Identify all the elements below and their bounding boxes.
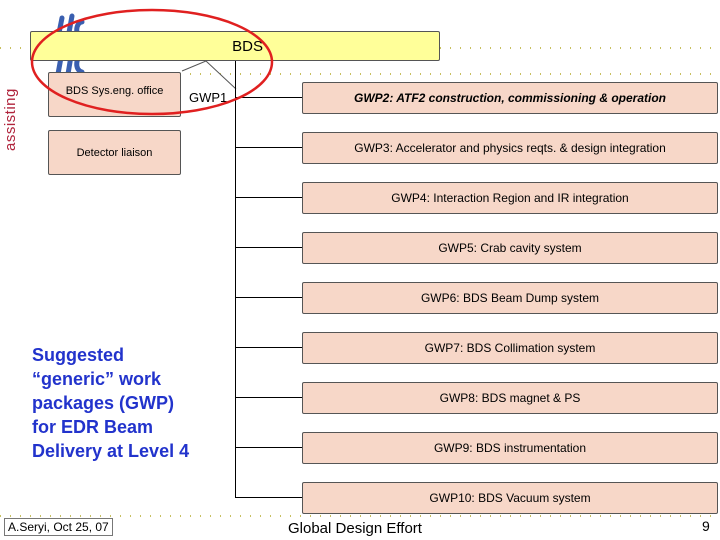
suggested-gwp-note: Suggested “generic” work packages (GWP) … [32,345,190,461]
footer-author: A.Seryi, Oct 25, 07 [4,518,113,536]
gwp7-box: GWP7: BDS Collimation system [302,332,718,364]
bds-box: BDS [30,31,440,61]
gwp3-box: GWP3: Accelerator and physics reqts. & d… [302,132,718,164]
gwp1-callout [181,61,237,90]
gwp10-box: GWP10: BDS Vacuum system [302,482,718,514]
connector-branch [235,197,302,198]
connector-branch [235,347,302,348]
gwp5-box: GWP5: Crab cavity system [302,232,718,264]
sys-eng-office-box: BDS Sys.eng. office [48,72,181,117]
connector-branch [235,247,302,248]
gwp4-box: GWP4: Interaction Region and IR integrat… [302,182,718,214]
detector-liaison-box: Detector liaison [48,130,181,175]
page-number: 9 [702,518,710,534]
gwp2-box: GWP2: ATF2 construction, commissioning &… [302,82,718,114]
connector-branch [235,447,302,448]
gwp1-label: GWP1 [189,90,228,105]
gwp9-box: GWP9: BDS instrumentation [302,432,718,464]
connector-branch [235,147,302,148]
gwp6-box: GWP6: BDS Beam Dump system [302,282,718,314]
connector-trunk [235,61,236,497]
connector-branch [235,497,302,498]
footer-title: Global Design Effort [288,520,422,537]
connector-branch [235,297,302,298]
dotted-guide-bottom [0,515,720,517]
connector-branch [235,97,302,98]
gwp8-box: GWP8: BDS magnet & PS [302,382,718,414]
connector-branch [235,397,302,398]
red-highlight-ellipse [30,8,274,116]
